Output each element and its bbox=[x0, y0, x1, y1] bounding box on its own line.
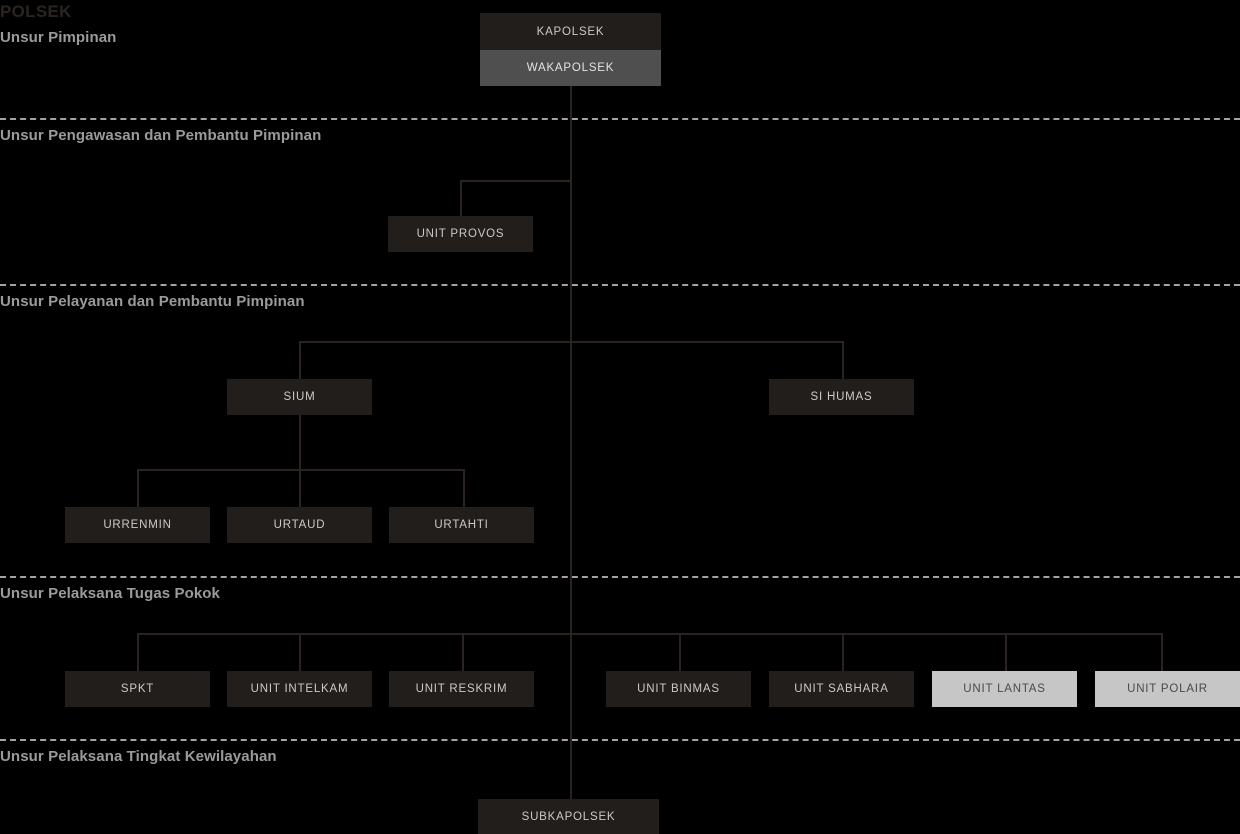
node-unit-sabhara[interactable]: UNIT SABHARA bbox=[769, 671, 914, 707]
connector-sihumas-vertical bbox=[842, 341, 844, 379]
node-subkapolsek-label: SUBKAPOLSEK bbox=[521, 811, 616, 823]
node-urtaud[interactable]: URTAUD bbox=[227, 507, 372, 543]
connector-reskrim-vertical bbox=[462, 633, 464, 671]
node-kapolsek-label: KAPOLSEK bbox=[536, 25, 605, 38]
node-si-humas[interactable]: SI HUMAS bbox=[769, 379, 914, 415]
section-label-unsur-pelaksana-kewilayahan: Unsur Pelaksana Tingkat Kewilayahan bbox=[0, 748, 277, 765]
node-unit-polair[interactable]: UNIT POLAIR bbox=[1095, 671, 1240, 707]
node-unit-lantas[interactable]: UNIT LANTAS bbox=[932, 671, 1077, 707]
node-unit-sabhara-label: UNIT SABHARA bbox=[794, 683, 889, 695]
node-spkt[interactable]: SPKT bbox=[65, 671, 210, 707]
node-subkapolsek[interactable]: SUBKAPOLSEK bbox=[478, 799, 659, 834]
node-unit-reskrim-label: UNIT RESKRIM bbox=[415, 683, 508, 695]
connector-lantas-vertical bbox=[1005, 633, 1007, 671]
node-urrenmin[interactable]: URRENMIN bbox=[65, 507, 210, 543]
node-wakapolsek-label: WAKAPOLSEK bbox=[526, 62, 615, 74]
node-spkt-label: SPKT bbox=[120, 683, 155, 695]
connector-urtahti-vertical bbox=[463, 469, 465, 507]
node-kapolsek[interactable]: KAPOLSEK bbox=[480, 13, 661, 50]
section-label-unsur-pelaksana-tugas: Unsur Pelaksana Tugas Pokok bbox=[0, 585, 221, 602]
connector-provos-horizontal bbox=[460, 180, 572, 182]
node-urtaud-label: URTAUD bbox=[273, 519, 326, 531]
node-unit-polair-label: UNIT POLAIR bbox=[1127, 683, 1208, 695]
node-unit-provos[interactable]: UNIT PROVOS bbox=[388, 216, 533, 252]
section-divider-3 bbox=[0, 576, 1240, 578]
connector-urrenmin-vertical bbox=[137, 469, 139, 507]
section-divider-1 bbox=[0, 118, 1240, 120]
connector-ur-horizontal bbox=[137, 469, 465, 471]
node-unit-lantas-label: UNIT LANTAS bbox=[963, 683, 1046, 695]
connector-polair-vertical bbox=[1161, 633, 1163, 671]
node-sium[interactable]: SIUM bbox=[227, 379, 372, 415]
node-si-humas-label: SI HUMAS bbox=[810, 391, 873, 403]
connector-binmas-vertical bbox=[679, 633, 681, 671]
node-urtahti[interactable]: URTAHTI bbox=[389, 507, 534, 543]
node-unit-binmas[interactable]: UNIT BINMAS bbox=[606, 671, 751, 707]
connector-intelkam-vertical bbox=[299, 633, 301, 671]
section-label-unsur-pelayanan: Unsur Pelayanan dan Pembantu Pimpinan bbox=[0, 293, 305, 310]
section-label-unsur-pimpinan: Unsur Pimpinan bbox=[0, 29, 117, 46]
node-wakapolsek[interactable]: WAKAPOLSEK bbox=[480, 50, 661, 86]
node-unit-binmas-label: UNIT BINMAS bbox=[637, 683, 720, 695]
section-divider-4 bbox=[0, 739, 1240, 741]
node-urtahti-label: URTAHTI bbox=[434, 519, 489, 531]
node-unit-provos-label: UNIT PROVOS bbox=[416, 228, 505, 240]
connector-staff-horizontal bbox=[299, 341, 844, 343]
node-unit-reskrim[interactable]: UNIT RESKRIM bbox=[389, 671, 534, 707]
node-unit-intelkam-label: UNIT INTELKAM bbox=[250, 683, 349, 695]
connector-sium-stem bbox=[299, 415, 301, 507]
node-unit-intelkam[interactable]: UNIT INTELKAM bbox=[227, 671, 372, 707]
section-label-unsur-pengawasan: Unsur Pengawasan dan Pembantu Pimpinan bbox=[0, 127, 322, 144]
connector-provos-vertical bbox=[460, 180, 462, 216]
spine-main bbox=[570, 86, 572, 799]
section-divider-2 bbox=[0, 284, 1240, 286]
connector-sium-vertical bbox=[299, 341, 301, 379]
connector-sabhara-vertical bbox=[842, 633, 844, 671]
node-sium-label: SIUM bbox=[283, 391, 316, 403]
page-title: POLSEK bbox=[0, 2, 72, 21]
connector-pelaksana-horizontal bbox=[137, 633, 1163, 635]
node-urrenmin-label: URRENMIN bbox=[103, 519, 172, 531]
connector-spkt-vertical bbox=[137, 633, 139, 671]
